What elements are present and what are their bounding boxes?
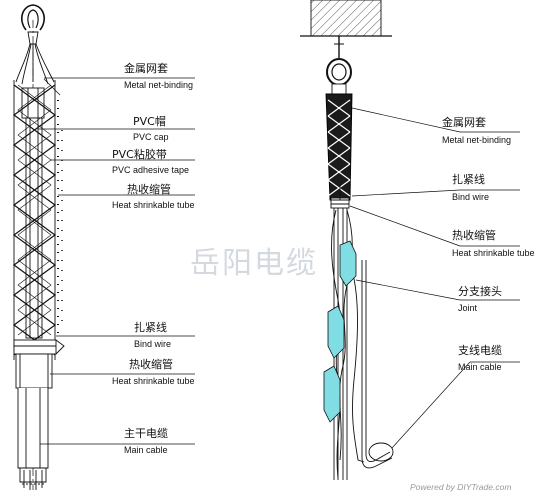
left-label-bind-wire-en: Bind wire [134, 339, 172, 349]
left-label-heat-tube-cn: 热收缩管 [127, 183, 171, 196]
right-leader-lines [349, 107, 520, 449]
right-label-metal-net-en: Metal net-binding [442, 135, 512, 145]
right-label-metal-net-cn: 金属网套 [442, 116, 486, 129]
left-label-main-cable-en: Main cable [124, 445, 168, 455]
left-label-heat-tube-en: Heat shrinkable tube [112, 200, 195, 210]
left-cable-assembly [12, 4, 65, 490]
left-leader-lines [38, 77, 195, 445]
right-label-branch-cable-cn: 支线电缆 [458, 344, 502, 357]
right-label-joint-cn: 分支接头 [458, 285, 502, 298]
left-label-heat-tube-2-cn: 热收缩管 [129, 358, 173, 371]
right-label-bind-wire-en: Bind wire [452, 192, 490, 202]
left-label-pvc-tape-en: PVC adhesive tape [112, 165, 190, 175]
left-label-main-cable-cn: 主干电缆 [124, 427, 168, 440]
left-label-bind-wire-cn: 扎紧线 [134, 321, 167, 334]
right-label-branch-cable-en: Main cable [458, 362, 502, 372]
left-label-heat-tube-2-en: Heat shrinkable tube [112, 376, 195, 386]
left-label-metal-net-en: Metal net-binding [124, 80, 194, 90]
footer-credit: Powered by DIYTrade.com [410, 482, 512, 492]
left-label-pvc-cap-cn: PVC帽 [133, 115, 166, 128]
right-label-heat-tube-en: Heat shrinkable tube [452, 248, 535, 258]
right-cable-assembly [300, 0, 392, 480]
right-label-heat-tube-cn: 热收缩管 [452, 229, 496, 242]
right-label-bind-wire-cn: 扎紧线 [452, 173, 485, 186]
right-label-joint-en: Joint [458, 303, 478, 313]
branch-joints [323, 240, 357, 423]
watermark: 岳阳电缆 [190, 246, 318, 281]
support-rod [339, 186, 394, 469]
left-label-pvc-cap-en: PVC cap [133, 132, 169, 142]
left-label-pvc-tape-cn: PVC粘胶带 [112, 148, 167, 161]
left-label-metal-net-cn: 金属网套 [124, 62, 168, 75]
